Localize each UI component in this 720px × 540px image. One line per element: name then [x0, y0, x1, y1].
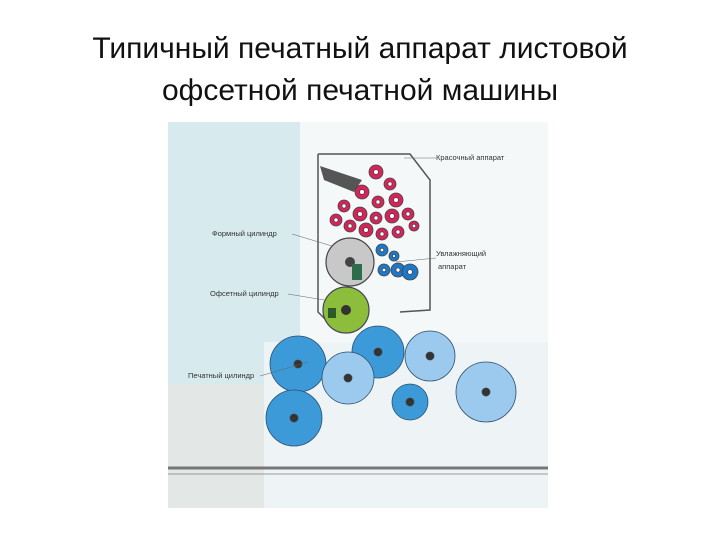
dampening-roller-hub [379, 247, 385, 253]
ink-roller-hub [359, 189, 365, 195]
dampening-roller-hub [381, 267, 387, 273]
machine-frame [317, 153, 431, 321]
label-blanket-cylinder: Офсетный цилиндр [210, 289, 279, 298]
ink-roller-hub [387, 181, 393, 187]
dampening-roller-hub [392, 254, 396, 258]
dampening-roller-hub [407, 269, 413, 275]
impression-cylinders [265, 325, 517, 447]
ink-roller-hub [375, 199, 381, 205]
cylinder-axle [425, 351, 435, 361]
blanket-cylinder [322, 286, 370, 334]
ink-roller-hub [333, 217, 339, 223]
label-dampening-unit-line1: Увлажняющий [436, 249, 486, 258]
title-line-1: Типичный печатный аппарат листовой [92, 32, 628, 65]
label-inking-unit: Красочный аппарат [436, 153, 505, 162]
ink-roller-hub [341, 203, 347, 209]
ink-roller-hub [347, 223, 353, 229]
plate-cylinder [325, 237, 375, 287]
printing-unit-diagram: Красочный аппарат Формный цилиндр Увлажн… [168, 122, 548, 508]
background-tint-panel [168, 122, 300, 384]
ink-roller-hub [363, 227, 369, 233]
background-grey-panel [168, 384, 264, 508]
dampening-roller-hub [395, 267, 401, 273]
ink-roller-hub [373, 169, 379, 175]
cylinder-axle [343, 373, 353, 383]
ink-roller-hub [389, 213, 395, 219]
cylinder-axle [405, 397, 415, 407]
ink-roller-hub [405, 211, 411, 217]
ink-roller-hub [393, 197, 399, 203]
ink-roller-hub [373, 215, 379, 221]
ink-roller-hub [379, 231, 385, 237]
label-dampening-unit-line2: аппарат [438, 262, 467, 271]
dampening-rollers [375, 243, 419, 281]
ink-roller-hub [411, 223, 417, 229]
title-line-2: офсетной печатной машины [161, 74, 559, 107]
ink-rollers [329, 164, 420, 241]
label-plate-cylinder: Формный цилиндр [212, 229, 277, 238]
cylinder-axle [481, 387, 491, 397]
cylinder-axle [373, 347, 383, 357]
ink-roller-hub [395, 229, 401, 235]
ink-fountain [320, 166, 362, 192]
label-leaders [259, 157, 437, 377]
label-impression-cylinder: Печатный цилиндр [188, 371, 254, 380]
slide-title: Типичный печатный аппарат листовой офсет… [0, 28, 720, 112]
ink-roller-hub [357, 211, 363, 217]
cylinder-axle [289, 413, 299, 423]
